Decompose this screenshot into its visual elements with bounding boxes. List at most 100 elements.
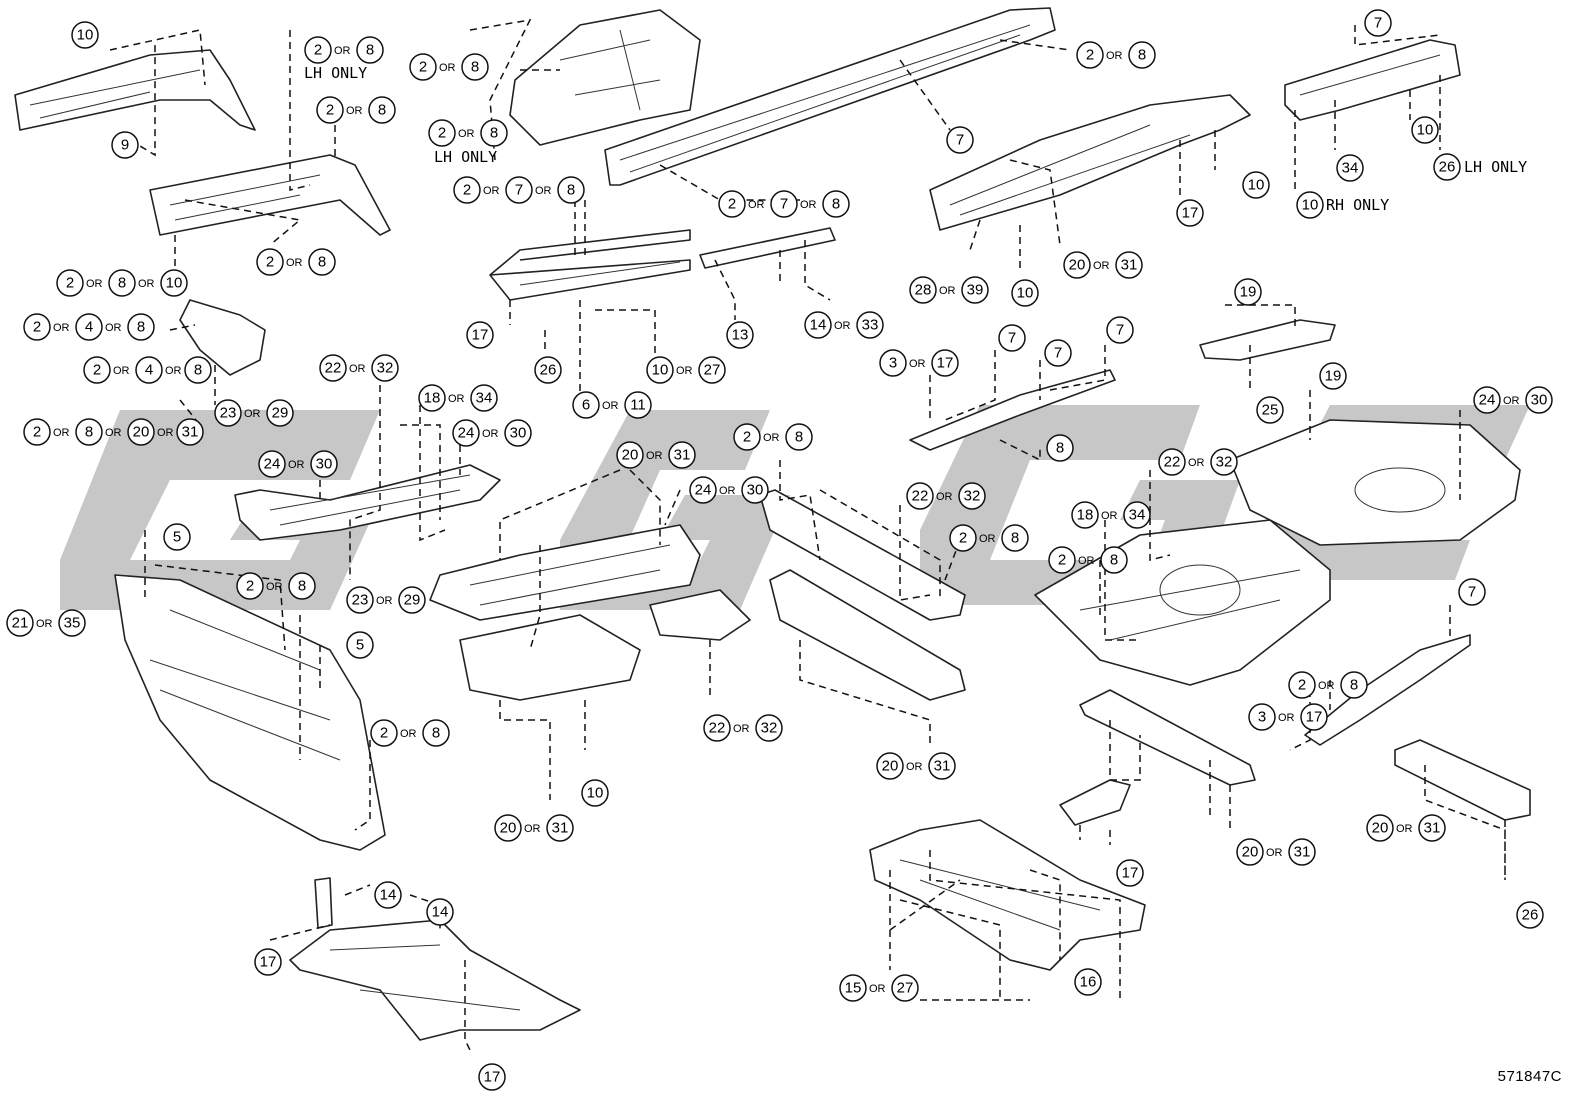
- svg-text:OR: OR: [748, 199, 765, 211]
- callout-group: 26 LH ONLY: [1433, 153, 1527, 181]
- svg-text:7: 7: [1008, 330, 1016, 347]
- svg-text:10: 10: [587, 785, 604, 802]
- svg-text:18: 18: [424, 390, 441, 407]
- svg-text:8: 8: [85, 424, 93, 441]
- part-dash-panel-bracket: [179, 299, 266, 376]
- svg-text:31: 31: [1294, 844, 1311, 861]
- svg-text:8: 8: [432, 725, 440, 742]
- callout: 7: [1458, 578, 1486, 606]
- svg-text:2: 2: [266, 254, 274, 271]
- svg-text:22: 22: [709, 720, 726, 737]
- svg-text:OR: OR: [1266, 847, 1283, 859]
- svg-text:34: 34: [1342, 160, 1359, 177]
- callout-group: 14 OR 33: [804, 311, 884, 339]
- svg-text:31: 31: [182, 424, 199, 441]
- svg-text:17: 17: [472, 327, 489, 344]
- callout: 13: [726, 321, 754, 349]
- svg-text:OR: OR: [286, 257, 303, 269]
- svg-text:18: 18: [1077, 507, 1094, 524]
- svg-text:8: 8: [567, 182, 575, 199]
- callout-group: 2 OR 7 OR 8: [453, 176, 585, 204]
- svg-text:4: 4: [145, 362, 153, 379]
- svg-text:LH ONLY: LH ONLY: [434, 148, 497, 166]
- callout: 17: [466, 321, 494, 349]
- svg-text:OR: OR: [400, 728, 417, 740]
- callout: 25: [1256, 396, 1284, 424]
- svg-text:8: 8: [298, 578, 306, 595]
- callout: 17: [1116, 859, 1144, 887]
- callout-group: 2 OR 7 OR 8: [718, 190, 850, 218]
- svg-text:5: 5: [356, 637, 364, 654]
- svg-text:OR: OR: [535, 185, 552, 197]
- part-front-floor-crossmember: [699, 227, 836, 269]
- callout-group: 2 OR 8 OR 10: [56, 269, 188, 297]
- svg-text:27: 27: [897, 980, 914, 997]
- callout: 7: [1044, 339, 1072, 367]
- svg-text:8: 8: [378, 102, 386, 119]
- callout: 10: [71, 21, 99, 49]
- svg-text:16: 16: [1080, 974, 1097, 991]
- part-apron-extension: [149, 154, 391, 236]
- svg-text:5: 5: [173, 529, 181, 546]
- callout-group: 28 OR 39: [909, 276, 989, 304]
- callout: 17: [254, 948, 282, 976]
- svg-text:22: 22: [912, 488, 929, 505]
- svg-text:OR: OR: [909, 358, 926, 370]
- svg-text:2: 2: [93, 362, 101, 379]
- svg-text:OR: OR: [36, 618, 53, 630]
- svg-text:20: 20: [1372, 820, 1389, 837]
- callout-group: 3 OR 17: [879, 349, 959, 377]
- svg-text:OR: OR: [719, 485, 736, 497]
- svg-text:OR: OR: [105, 322, 122, 334]
- callout-group: 22 OR 32: [703, 714, 783, 742]
- svg-text:8: 8: [194, 362, 202, 379]
- svg-text:OR: OR: [906, 761, 923, 773]
- callout: 8: [1046, 434, 1074, 462]
- svg-text:11: 11: [630, 397, 646, 414]
- svg-text:OR: OR: [936, 491, 953, 503]
- svg-text:RH ONLY: RH ONLY: [1326, 196, 1389, 214]
- callout: 26: [1516, 901, 1544, 929]
- callout-group: 2 OR 8: [370, 719, 450, 747]
- svg-text:OR: OR: [483, 185, 500, 197]
- svg-text:27: 27: [704, 362, 721, 379]
- svg-text:7: 7: [1468, 584, 1476, 601]
- svg-text:22: 22: [1164, 454, 1181, 471]
- figure-id-label: 571847C: [1497, 1068, 1562, 1085]
- callout-group: 2 OR 8: [1048, 546, 1128, 574]
- callout-group: 2 OR 8: [236, 572, 316, 600]
- svg-text:20: 20: [882, 758, 899, 775]
- svg-text:9: 9: [121, 137, 129, 154]
- callout-group: 10 OR 27: [646, 356, 726, 384]
- callout-group: 18 OR 34: [418, 384, 498, 412]
- callout: 19: [1234, 278, 1262, 306]
- svg-text:LH ONLY: LH ONLY: [1464, 158, 1527, 176]
- svg-text:17: 17: [1182, 205, 1199, 222]
- part-front-floor-pan-lh: [234, 464, 501, 541]
- svg-text:13: 13: [732, 327, 749, 344]
- callout: 17: [1176, 199, 1204, 227]
- svg-text:OR: OR: [53, 322, 70, 334]
- svg-text:2: 2: [728, 196, 736, 213]
- callout-group: 20 OR 31: [1063, 251, 1143, 279]
- svg-text:OR: OR: [138, 278, 155, 290]
- svg-text:26: 26: [1439, 159, 1456, 176]
- svg-text:10: 10: [1017, 285, 1034, 302]
- svg-text:17: 17: [937, 355, 954, 372]
- callout: 10: [1242, 171, 1270, 199]
- callout: 34: [1336, 154, 1364, 182]
- svg-text:2: 2: [438, 125, 446, 142]
- svg-text:OR: OR: [157, 427, 174, 439]
- svg-text:OR: OR: [1396, 823, 1413, 835]
- svg-text:30: 30: [316, 456, 333, 473]
- svg-text:OR: OR: [113, 365, 130, 377]
- svg-text:2: 2: [314, 42, 322, 59]
- callout-group: 2 OR 8: [949, 524, 1029, 552]
- callout: 19: [1319, 362, 1347, 390]
- svg-text:8: 8: [1138, 47, 1146, 64]
- svg-text:OR: OR: [800, 199, 817, 211]
- svg-text:OR: OR: [602, 400, 619, 412]
- callout-group: 6 OR 11: [572, 391, 652, 419]
- svg-text:28: 28: [915, 282, 932, 299]
- callout: 5: [346, 631, 374, 659]
